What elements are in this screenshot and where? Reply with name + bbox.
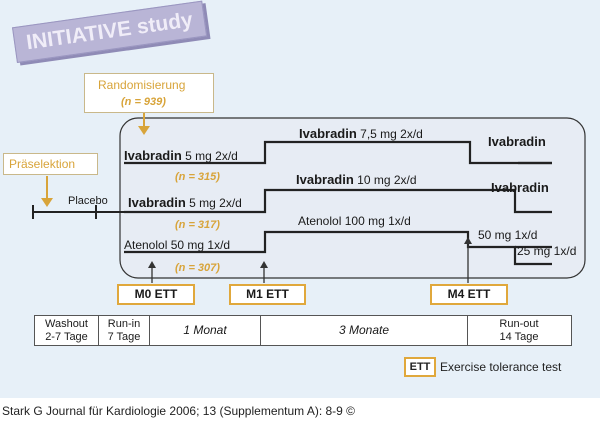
- timeline-washout-line1: Washout: [44, 317, 88, 330]
- timeline-run-in-line2: 7 Tage: [107, 330, 141, 343]
- randomisation-n: (n = 939): [121, 96, 166, 108]
- m4-arrowhead: [464, 237, 472, 244]
- arm-3-end-dose-2: 25 mg 1x/d: [517, 244, 577, 258]
- legend-ett-text: Exercise tolerance test: [440, 360, 562, 374]
- m0-arrowhead: [148, 261, 156, 268]
- study-diagram: [32, 113, 586, 283]
- arm-3-step-label: Atenolol 100 mg 1x/d: [298, 214, 411, 228]
- arm-2-drug: Ivabradin: [128, 195, 186, 210]
- m1-arrowhead: [260, 261, 268, 268]
- timeline-month-1: 1 Monat: [150, 316, 261, 345]
- arm-2-step-drug: Ivabradin: [296, 172, 354, 187]
- arm-1-dose: 5 mg 2x/d: [185, 149, 238, 163]
- arm-3-n: (n = 307): [175, 262, 220, 274]
- arm-3-dose: 50 mg 1x/d: [170, 238, 231, 252]
- ett-marker-m0: M0 ETT: [117, 284, 195, 305]
- arm-1-n: (n = 315): [175, 171, 220, 183]
- arm-2-line: [124, 188, 552, 214]
- arm-1-step-dose: 7,5 mg 2x/d: [360, 127, 423, 141]
- timeline-washout-line2: 2-7 Tage: [45, 330, 88, 343]
- preselection-label: Präselektion: [9, 157, 76, 171]
- timeline-run-out-line2: 14 Tage: [499, 330, 539, 343]
- preselection-box: [3, 153, 98, 175]
- arm-2-n: (n = 317): [175, 219, 220, 231]
- ett-marker-m4: M4 ETT: [430, 284, 508, 305]
- randomisation-label: Randomisierung: [98, 78, 186, 92]
- randomisation-arrowhead: [138, 126, 150, 135]
- timeline-run-in-line1: Run-in: [107, 317, 141, 330]
- randomisation-box: [84, 73, 214, 113]
- ett-marker-m1: M1 ETT: [229, 284, 306, 305]
- timeline-months-3: 3 Monate: [261, 316, 468, 345]
- arm-1-end-drug: Ivabradin: [488, 134, 546, 149]
- arm-2-step-dose: 10 mg 2x/d: [357, 173, 417, 187]
- placebo-label: Placebo: [68, 195, 108, 207]
- arm-3-start-label: Atenolol 50 mg 1x/d: [124, 238, 230, 252]
- arm-1-start-label: Ivabradin 5 mg 2x/d: [124, 148, 238, 164]
- legend-ett-box: ETT: [404, 357, 436, 377]
- timeline-run-out-line1: Run-out: [499, 317, 539, 330]
- preselection-arrowhead: [41, 198, 53, 207]
- arm-1-step-drug: Ivabradin: [299, 126, 357, 141]
- arm-2-step-label: Ivabradin 10 mg 2x/d: [296, 172, 417, 188]
- arm-3-step-drug: Atenolol: [298, 214, 342, 228]
- arm-2-end-drug: Ivabradin: [491, 180, 549, 195]
- citation: Stark G Journal für Kardiologie 2006; 13…: [2, 404, 356, 418]
- arm-1-drug: Ivabradin: [124, 148, 182, 163]
- arm-2-dose: 5 mg 2x/d: [189, 196, 242, 210]
- arm-3-end-dose-1: 50 mg 1x/d: [478, 228, 538, 242]
- arm-2-start-label: Ivabradin 5 mg 2x/d: [128, 195, 242, 211]
- arm-3-step-dose: 100 mg 1x/d: [344, 214, 411, 228]
- arm-1-step-label: Ivabradin 7,5 mg 2x/d: [299, 126, 423, 142]
- arm-3-drug: Atenolol: [124, 238, 168, 252]
